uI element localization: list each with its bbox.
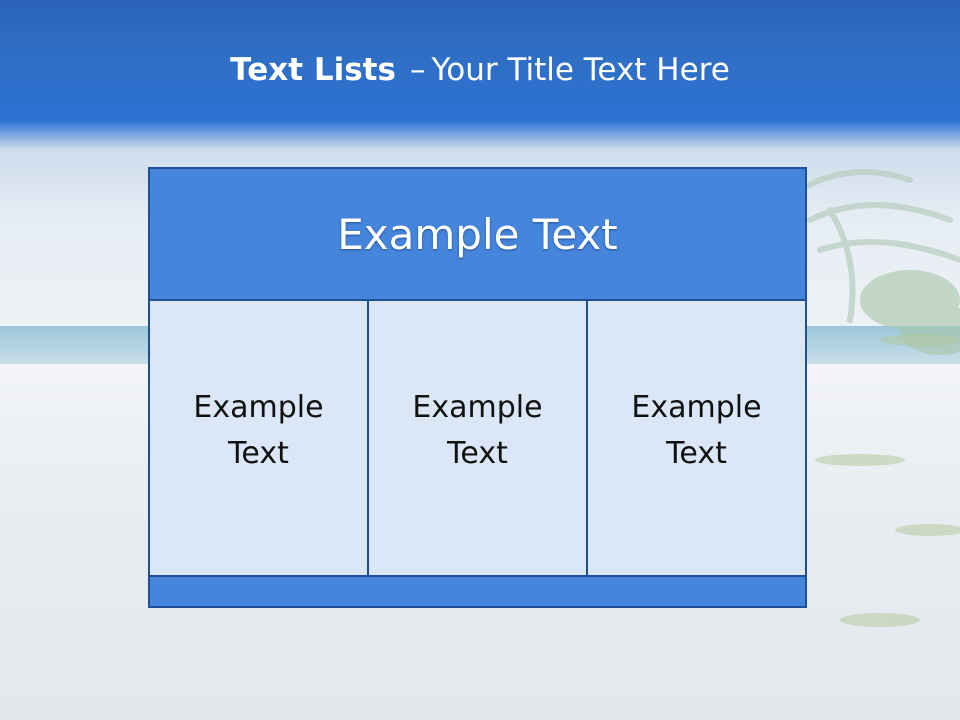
grass-patches-image <box>815 334 960 627</box>
table-header: Example Text <box>150 169 805 301</box>
table-column-3: Example Text <box>586 301 805 577</box>
table-column-text: Example Text <box>631 390 762 471</box>
table-columns: Example Text Example Text Example Text <box>150 301 805 577</box>
title-rest-text: Your Title Text Here <box>431 52 730 88</box>
title-bold-text: Text Lists <box>230 52 396 88</box>
palm-foliage-image <box>797 169 960 355</box>
table-column-text: Example Text <box>193 390 324 471</box>
table-column-text: Example Text <box>412 390 543 471</box>
title-dash: – <box>409 52 426 88</box>
table-column-2: Example Text <box>367 301 586 577</box>
text-list-table: Example Text Example Text Example Text E… <box>148 167 807 608</box>
table-column-1: Example Text <box>150 301 367 577</box>
table-footer-bar <box>150 575 805 606</box>
slide-title: Text Lists–Your Title Text Here <box>0 52 960 88</box>
table-header-text: Example Text <box>337 209 618 259</box>
